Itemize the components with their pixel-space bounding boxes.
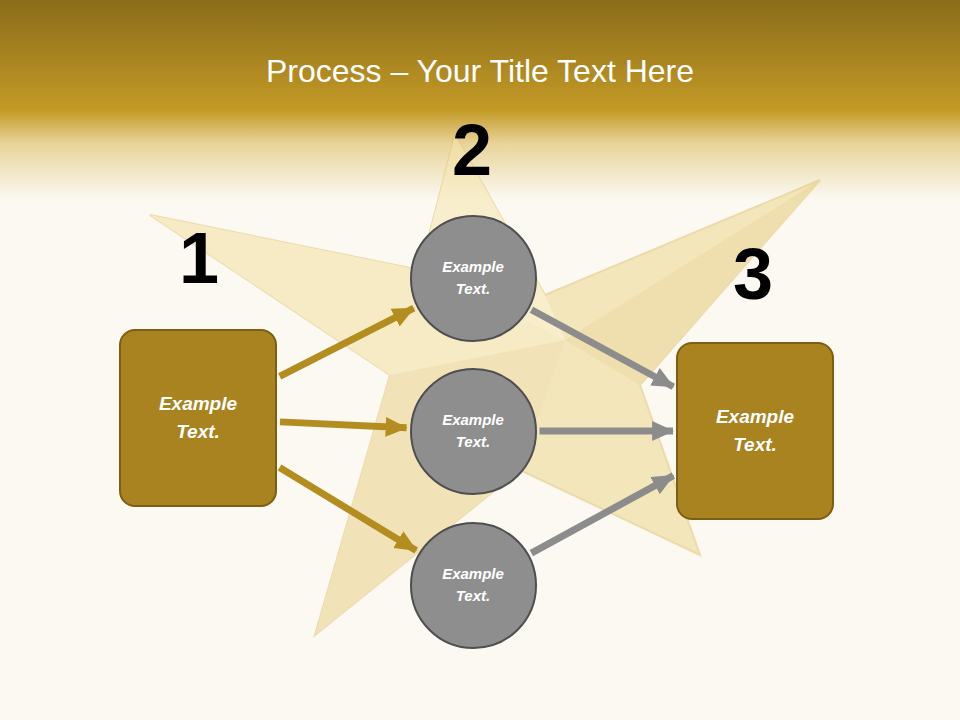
node-text: Example Text. — [434, 409, 513, 454]
flow-arrow — [531, 476, 673, 554]
step-number: 2 — [452, 114, 492, 186]
step-number: 1 — [179, 222, 219, 294]
flow-arrow — [531, 310, 673, 387]
process-circle: Example Text. — [410, 215, 537, 342]
process-circle: Example Text. — [410, 522, 537, 649]
flow-arrow — [280, 468, 417, 551]
step-number: 3 — [733, 238, 773, 310]
node-text: Example Text. — [434, 256, 513, 301]
process-circle: Example Text. — [410, 368, 537, 495]
slide-title: Process – Your Title Text Here — [0, 52, 960, 90]
node-text: Example Text. — [704, 403, 806, 460]
process-box: Example Text. — [676, 342, 834, 520]
header-band — [0, 0, 960, 200]
flow-arrow — [540, 428, 674, 435]
flow-arrow — [280, 308, 414, 376]
node-text: Example Text. — [434, 563, 513, 608]
process-box: Example Text. — [119, 329, 277, 507]
flow-arrow — [280, 422, 407, 428]
node-text: Example Text. — [147, 390, 249, 447]
